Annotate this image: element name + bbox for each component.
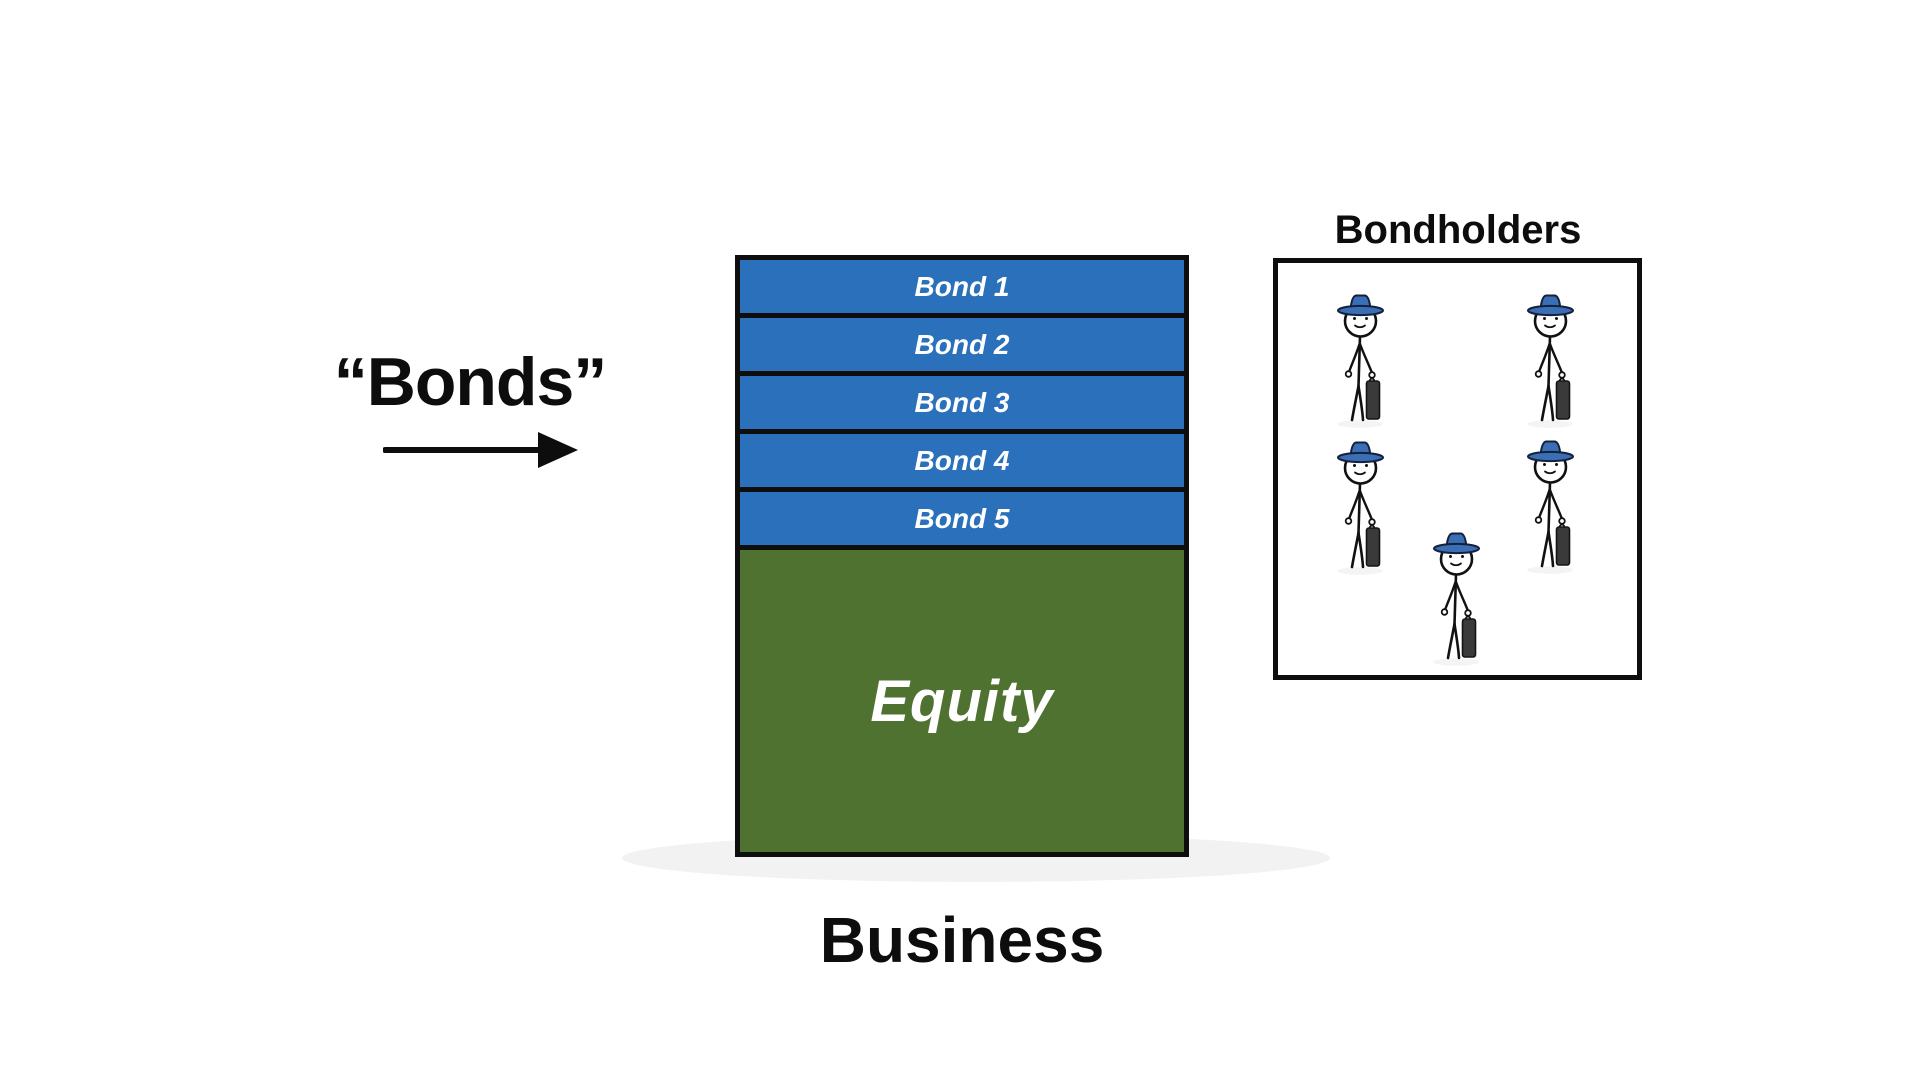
bondholders-box xyxy=(1273,258,1642,680)
bondholder-figure-icon xyxy=(1322,430,1398,580)
bondholder-figure-icon xyxy=(1512,429,1588,579)
equity-block: Equity xyxy=(740,550,1184,852)
bond-1-bar: Bond 1 xyxy=(740,260,1184,318)
bondholder-figure-icon xyxy=(1512,283,1588,433)
equity-label: Equity xyxy=(870,668,1054,734)
bond-3-bar: Bond 3 xyxy=(740,376,1184,434)
right-arrow-icon xyxy=(383,432,578,468)
bond-5-label: Bond 5 xyxy=(914,502,1010,534)
bondholder-figure-icon xyxy=(1322,283,1398,433)
bond-4-label: Bond 4 xyxy=(914,444,1010,476)
bondholder-figure-icon xyxy=(1418,521,1494,671)
bond-1-label: Bond 1 xyxy=(914,270,1010,302)
bond-4-bar: Bond 4 xyxy=(740,434,1184,492)
bond-2-label: Bond 2 xyxy=(914,328,1010,360)
bond-2-bar: Bond 2 xyxy=(740,318,1184,376)
bond-3-label: Bond 3 xyxy=(914,386,1010,418)
capital-stack: Bond 1 Bond 2 Bond 3 Bond 4 Bond 5 Equit… xyxy=(735,255,1189,857)
business-caption: Business xyxy=(819,904,1105,976)
bonds-annotation-label: “Bonds” xyxy=(333,344,608,420)
bondholders-title: Bondholders xyxy=(1334,208,1582,252)
bond-5-bar: Bond 5 xyxy=(740,492,1184,550)
